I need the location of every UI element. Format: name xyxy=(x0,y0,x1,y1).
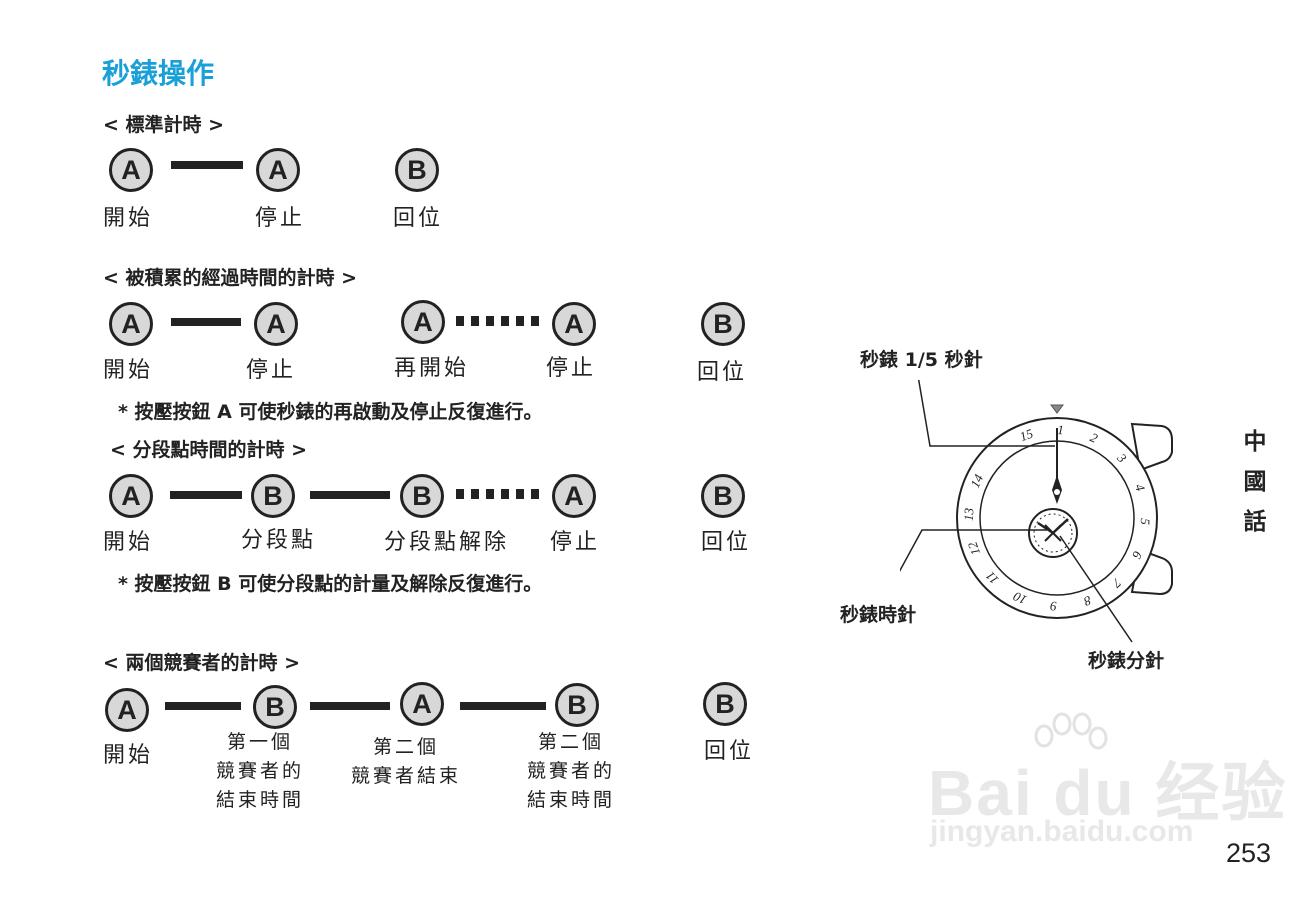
button-b-icon: B xyxy=(253,685,297,729)
button-b-icon: B xyxy=(251,474,295,518)
dial-number: 14 xyxy=(967,471,986,490)
label-start: 開始 xyxy=(103,358,154,383)
dial-number: 5 xyxy=(1138,518,1153,526)
dial-number: 10 xyxy=(1010,589,1029,608)
note-accumulated: * 按壓按鈕 A 可使秒錶的再啟動及停止反復進行。 xyxy=(118,401,543,423)
button-a-icon: A xyxy=(552,474,596,518)
leader-minute xyxy=(1059,535,1133,643)
sequence-line xyxy=(170,491,242,499)
sequence-line xyxy=(460,702,546,710)
label-stop: 停止 xyxy=(246,358,297,383)
label-split: 分段點 xyxy=(241,528,317,553)
sequence-line xyxy=(171,161,243,169)
button-b-icon: B xyxy=(701,302,745,346)
triangle-marker-icon xyxy=(1050,404,1064,414)
label-stop: 停止 xyxy=(546,356,597,381)
label-reset: 回位 xyxy=(704,739,755,764)
side-tab-char: 中 xyxy=(1243,429,1267,455)
watermark-brand: Bai du 经验 xyxy=(928,757,1288,829)
page-title: 秒錶操作 xyxy=(102,57,215,90)
side-tab-char: 話 xyxy=(1243,509,1267,535)
dotted-sequence-line xyxy=(456,489,546,499)
label-minute-hand: 秒錶分針 xyxy=(1088,650,1165,672)
section-heading-two-competitors: < 兩個競賽者的計時 > xyxy=(103,652,301,674)
button-b-icon: B xyxy=(555,683,599,727)
button-a-icon: A xyxy=(105,688,149,732)
sequence-line xyxy=(165,702,241,710)
section-heading-standard: < 標準計時 > xyxy=(103,114,225,136)
dial-number: 1 xyxy=(1057,422,1064,437)
label-hour-hand: 秒錶時針 xyxy=(840,604,917,626)
button-b-icon: B xyxy=(395,148,439,192)
label-start: 開始 xyxy=(103,206,154,231)
button-a-icon: A xyxy=(552,302,596,346)
label-second-competitor-finish-time: 第二個 競賽者的 結束時間 xyxy=(527,731,616,811)
label-reset: 回位 xyxy=(701,530,752,555)
upper-crown-icon xyxy=(1130,422,1173,472)
paw-icon xyxy=(1034,712,1108,750)
dotted-sequence-line xyxy=(456,316,546,326)
sequence-line xyxy=(310,491,390,499)
note-split: * 按壓按鈕 B 可使分段點的計量及解除反復進行。 xyxy=(118,573,543,595)
sequence-line xyxy=(310,702,390,710)
button-a-icon: A xyxy=(109,302,153,346)
dial-number: 9 xyxy=(1049,599,1057,614)
page-number: 253 xyxy=(1226,838,1272,868)
dial-number: 13 xyxy=(961,507,977,521)
button-a-icon: A xyxy=(256,148,300,192)
section-heading-accumulated: < 被積累的經過時間的計時 > xyxy=(103,267,358,289)
label-fifth-second-hand: 秒錶 1/5 秒針 xyxy=(860,349,983,371)
label-second-competitor-finish: 第二個 競賽者結束 xyxy=(351,736,462,787)
label-stop: 停止 xyxy=(255,206,306,231)
label-reset: 回位 xyxy=(697,360,748,385)
sequence-line xyxy=(171,318,241,326)
label-restart: 再開始 xyxy=(394,356,470,381)
button-b-icon: B xyxy=(701,474,745,518)
dial-number: 8 xyxy=(1082,593,1094,609)
button-a-icon: A xyxy=(254,302,298,346)
dial-number: 12 xyxy=(964,540,983,558)
button-b-icon: B xyxy=(400,474,444,518)
button-a-icon: A xyxy=(109,148,153,192)
label-first-competitor-finish: 第一個 競賽者的 結束時間 xyxy=(216,731,305,811)
button-a-icon: A xyxy=(109,474,153,518)
watermark-url: jingyan.baidu.com xyxy=(930,815,1194,848)
button-a-icon: A xyxy=(400,682,444,726)
leader-fifth-second xyxy=(917,380,1055,447)
dial-number: 15 xyxy=(1018,425,1036,444)
label-start: 開始 xyxy=(103,530,154,555)
side-tab-char: 國 xyxy=(1243,469,1267,495)
label-reset: 回位 xyxy=(393,206,444,231)
dial-number: 4 xyxy=(1132,482,1148,494)
leader-hour xyxy=(900,529,1047,573)
label-split-release: 分段點解除 xyxy=(384,530,510,555)
button-b-icon: B xyxy=(703,682,747,726)
button-a-icon: A xyxy=(401,300,445,344)
section-heading-split: < 分段點時間的計時 > xyxy=(110,439,308,461)
label-stop: 停止 xyxy=(550,530,601,555)
label-start: 開始 xyxy=(103,743,154,768)
